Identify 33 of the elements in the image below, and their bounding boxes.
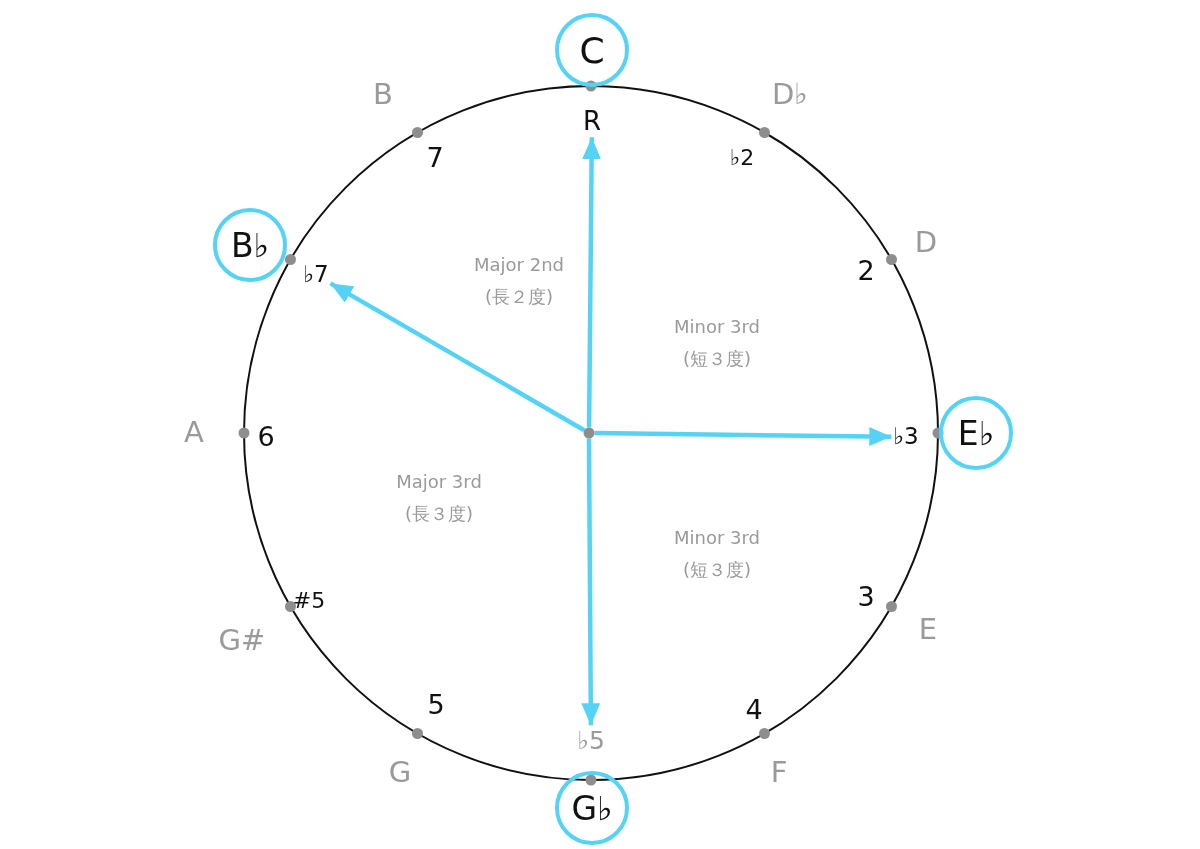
interval-name: Major 2nd (長２度)	[473, 252, 565, 308]
interval-number: 4	[745, 695, 763, 725]
circled-note: C	[555, 13, 629, 87]
interval-label: R	[582, 106, 602, 136]
interval-label: ♭3	[893, 424, 919, 450]
interval-name: Minor 3rd (短３度)	[672, 314, 761, 370]
note-name: B	[373, 79, 393, 111]
interval-number: #5	[292, 588, 326, 614]
arrow	[594, 427, 892, 447]
interval-number: 3	[857, 582, 875, 612]
interval-number: 7	[426, 143, 444, 173]
circled-note: B♭	[213, 208, 287, 282]
interval-number: ♭2	[729, 145, 755, 171]
interval-name: Minor 3rd (短３度)	[672, 525, 761, 581]
circled-note: G♭	[555, 771, 629, 845]
interval-name: Major 3rd (長３度)	[395, 469, 483, 525]
note-name: F	[770, 757, 788, 789]
arrow	[581, 438, 601, 726]
interval-number: 2	[857, 256, 875, 286]
note-name: E	[918, 614, 938, 646]
note-name: D♭	[772, 79, 808, 111]
arrow	[329, 281, 586, 433]
circled-note: E♭	[939, 396, 1013, 470]
interval-number: 6	[257, 422, 275, 452]
arrow	[582, 137, 602, 428]
interval-number: 5	[427, 690, 445, 720]
interval-label: ♭5	[577, 727, 605, 755]
note-name: G	[388, 757, 412, 789]
note-name: A	[184, 417, 204, 449]
interval-label: ♭7	[303, 262, 329, 288]
note-name: D	[914, 227, 938, 259]
note-name: G#	[218, 625, 266, 657]
center-dot	[583, 427, 595, 439]
